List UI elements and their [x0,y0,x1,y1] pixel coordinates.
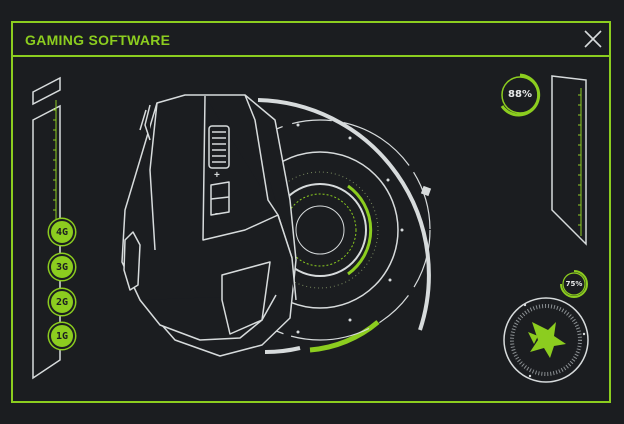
right-sensitivity-slider[interactable] [551,75,587,246]
dpi-preset-label: 2G [55,296,69,308]
left-sensitivity-slider[interactable] [32,76,61,380]
app-title: GAMING SOFTWARE [25,32,171,48]
secondary-gauge [560,270,588,298]
dpi-preset-4g-button[interactable]: 4G [49,219,75,245]
primary-gauge-value: 88% [508,89,532,100]
dpi-preset-3g-button[interactable]: 3G [49,254,75,280]
left-slider-ticks [53,100,57,220]
logo-dial [503,297,589,383]
dpi-preset-1g-button[interactable]: 1G [49,323,75,349]
dpi-plus-button[interactable]: + [214,170,220,181]
close-icon [584,30,602,48]
dpi-preset-label: 4G [55,226,69,238]
secondary-gauge-value: 75% [565,280,583,288]
gaming-mouse-illustration [121,94,297,357]
app-window: GAMING SOFTWARE [11,21,611,403]
dpi-minus-button[interactable]: − [215,209,221,220]
dpi-preset-label: 3G [55,261,69,273]
dpi-preset-label: 1G [55,330,69,342]
dpi-preset-2g-button[interactable]: 2G [49,289,75,315]
close-button[interactable] [581,27,605,51]
title-bar: GAMING SOFTWARE [13,23,609,57]
dragon-logo-icon [528,322,566,358]
right-slider-ticks [578,88,582,236]
primary-gauge [500,73,541,117]
